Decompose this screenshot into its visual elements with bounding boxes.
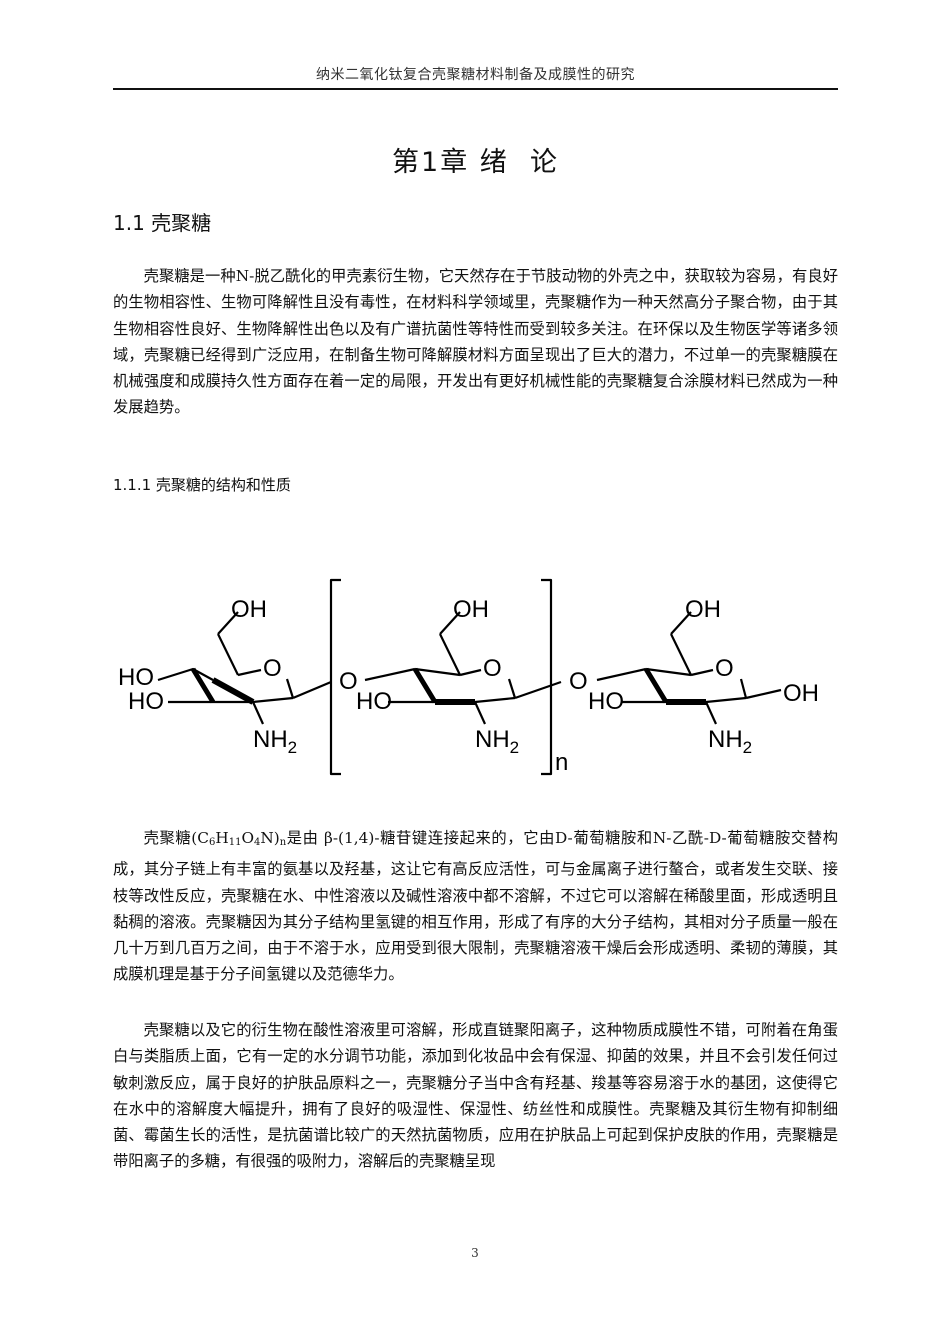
paragraph-intro: 壳聚糖是一种N-脱乙酰化的甲壳素衍生物，它天然存在于节肢动物的外壳之中，获取较为… — [113, 267, 838, 417]
page-number: 3 — [471, 1246, 479, 1260]
svg-text:O: O — [483, 655, 502, 682]
running-header: 纳米二氧化钛复合壳聚糖材料制备及成膜性的研究 — [316, 67, 635, 83]
chapter-title: 第1章 绪 论 — [392, 147, 559, 178]
svg-text:HO: HO — [356, 688, 392, 715]
chemical-structure-diagram: OH HO HO O NH2 O OH HO O NH2 n O OH HO O… — [118, 578, 819, 776]
svg-text:OH: OH — [453, 596, 489, 623]
header-divider — [113, 88, 838, 90]
subsection-heading: 1.1.1 壳聚糖的结构和性质 — [113, 476, 291, 494]
svg-text:OH: OH — [231, 596, 267, 623]
svg-text:O: O — [715, 655, 734, 682]
paragraph-properties: 壳聚糖以及它的衍生物在酸性溶液里可溶解，形成直链聚阳离子，这种物质成膜性不错，可… — [113, 1021, 838, 1171]
svg-text:HO: HO — [128, 688, 164, 715]
paragraph-structure: 壳聚糖(C6H11O4N)n是由 β-(1,4)-糖苷键连接起来的，它由D-葡萄… — [113, 829, 838, 984]
svg-text:NH2: NH2 — [708, 726, 752, 757]
svg-text:NH2: NH2 — [253, 726, 297, 757]
section-heading: 1.1 壳聚糖 — [113, 211, 212, 235]
svg-text:HO: HO — [588, 688, 624, 715]
svg-text:OH: OH — [685, 596, 721, 623]
svg-text:OH: OH — [783, 680, 819, 707]
svg-text:O: O — [263, 655, 282, 682]
svg-text:HO: HO — [118, 664, 154, 691]
svg-text:O: O — [569, 668, 588, 695]
svg-text:O: O — [339, 668, 358, 695]
svg-text:NH2: NH2 — [475, 726, 519, 757]
svg-text:n: n — [555, 749, 568, 776]
chitosan-structure-figure: OH HO HO O NH2 O OH HO O NH2 n O OH HO O… — [113, 572, 838, 782]
